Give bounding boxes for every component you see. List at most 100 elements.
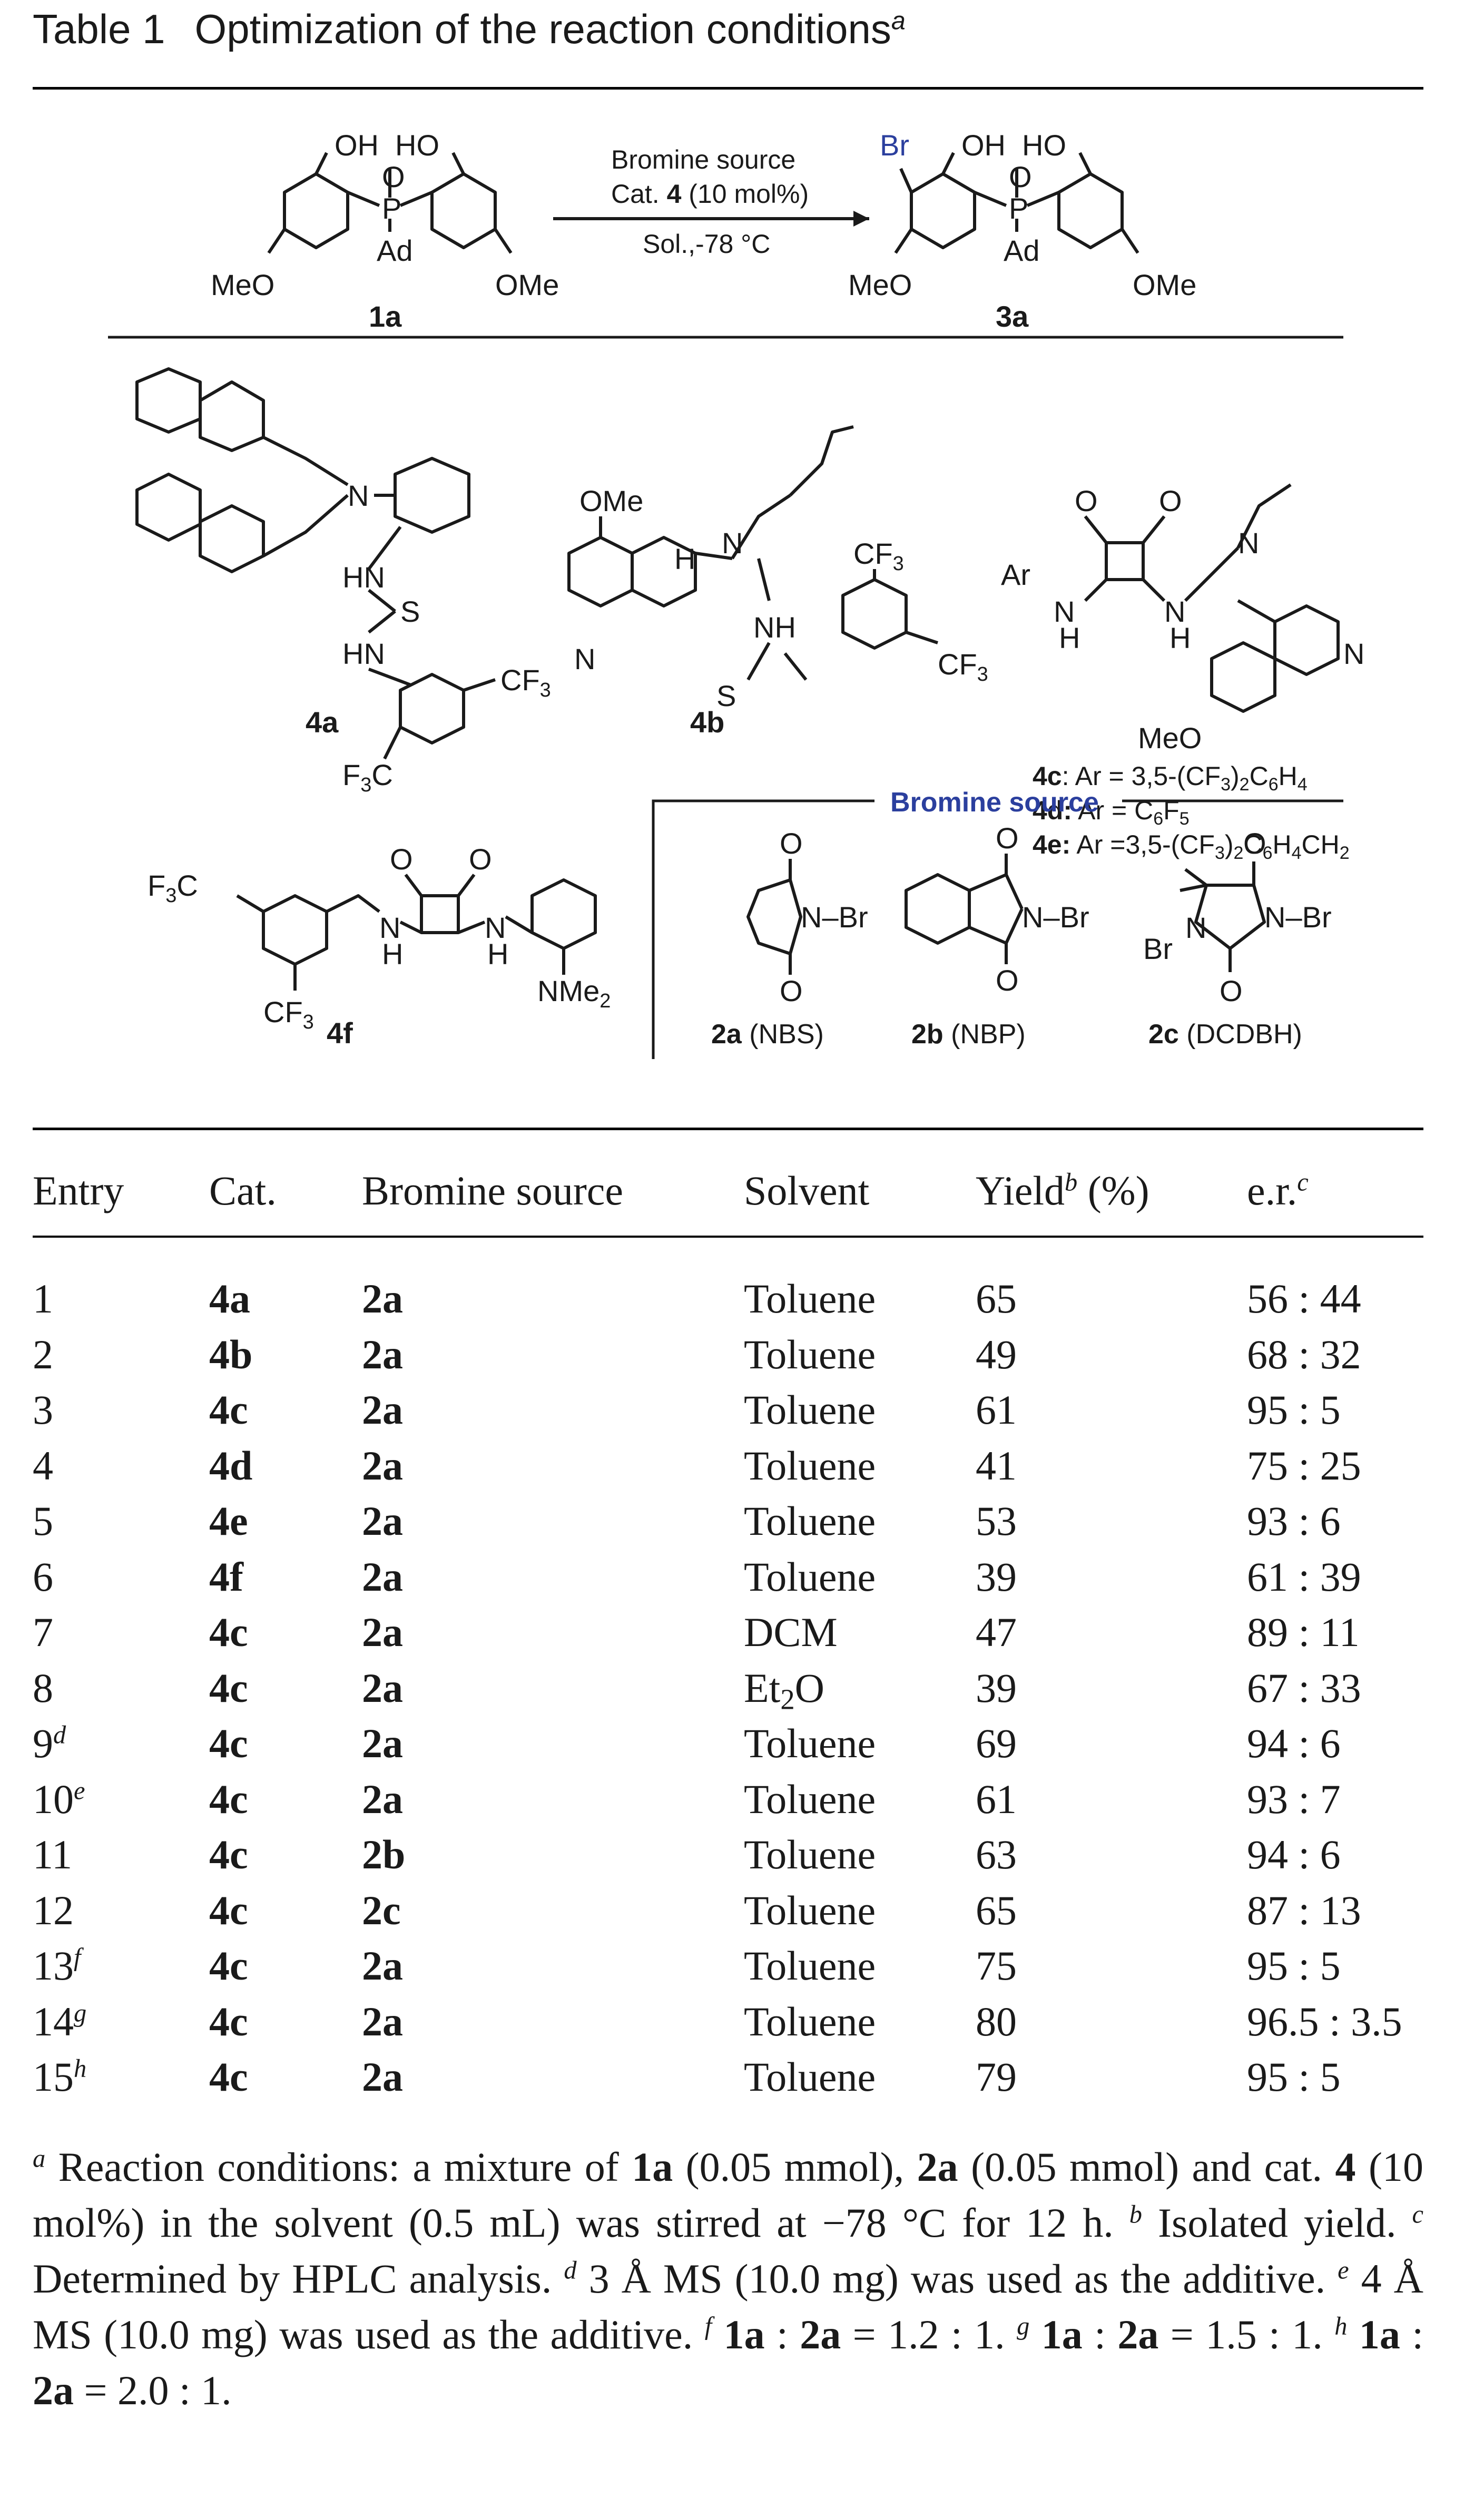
cell-entry: 14g [33, 1998, 87, 2044]
cell-solvent: Toluene [744, 1498, 876, 1544]
cell-entry: 8 [33, 1664, 53, 1711]
cell-catalyst: 4f [209, 1553, 243, 1600]
cell-bromine-source: 2a [362, 1720, 403, 1766]
compound-id-1a: 1a [369, 300, 402, 333]
cell-bromine-source: 2a [362, 1387, 403, 1433]
cell-yield: 63 [976, 1832, 1017, 1877]
cell-catalyst: 4c [209, 1998, 248, 2044]
cell-yield: 69 [976, 1720, 1017, 1766]
cell-entry: 11 [33, 1832, 73, 1877]
label-2a-o-top: O [780, 827, 803, 860]
label-2b-o-top: O [996, 821, 1019, 855]
cell-yield: 41 [976, 1442, 1017, 1488]
cell-solvent: Toluene [744, 1832, 876, 1877]
cell-bromine-source: 2a [362, 1998, 403, 2044]
cell-catalyst: 4c [209, 1776, 248, 1822]
cell-solvent: Toluene [744, 2054, 876, 2100]
cell-er: 61 : 39 [1247, 1553, 1361, 1600]
bromine-2c-caption: 2c (DCDBH) [1148, 1019, 1302, 1050]
cell-catalyst: 4c [209, 1887, 248, 1933]
cell-solvent: DCM [744, 1609, 838, 1655]
cell-bromine-source: 2a [362, 2054, 403, 2100]
label-2a-o-bottom: O [780, 974, 803, 1007]
cell-bromine-source: 2a [362, 1331, 403, 1377]
header-entry: Entry [33, 1168, 124, 1213]
cell-entry: 15h [33, 2054, 87, 2100]
cell-er: 56 : 44 [1247, 1276, 1361, 1321]
cell-solvent: Toluene [744, 1720, 876, 1766]
table-top-rule [33, 1128, 1423, 1130]
bromine-2b-caption: 2b (NBP) [911, 1019, 1026, 1050]
cell-solvent: Toluene [744, 1943, 876, 1989]
cell-entry: 7 [33, 1609, 53, 1655]
label-4c-meo: MeO [1138, 721, 1202, 755]
table-title: Optimization of the reaction conditions [194, 6, 891, 52]
label-4a-cf3: CF3 [500, 663, 551, 701]
arrow-conditions: Sol.,-78 °C [643, 229, 770, 259]
label-4c-ar: Ar [1001, 558, 1030, 591]
cell-er: 75 : 25 [1247, 1442, 1361, 1488]
cell-bromine-source: 2a [362, 1943, 403, 1989]
label-4c-h-right: H [1169, 621, 1191, 654]
cell-yield: 80 [976, 1998, 1017, 2044]
cell-bromine-source: 2a [362, 1553, 403, 1600]
label-3a-meo: MeO [848, 268, 912, 301]
label-3a-br: Br [880, 129, 909, 162]
cell-yield: 75 [976, 1943, 1017, 1989]
header-solvent: Solvent [744, 1168, 870, 1213]
table-footnotes: a Reaction conditions: a mixture of 1a (… [33, 2144, 1424, 2413]
cell-yield: 79 [976, 2054, 1017, 2100]
cell-catalyst: 4c [209, 1943, 248, 1989]
cell-er: 87 : 13 [1247, 1887, 1361, 1933]
label-4b-cf3-top: CF3 [853, 537, 904, 575]
cell-entry: 10e [33, 1776, 85, 1822]
label-4f-h-right: H [487, 937, 508, 971]
header-cat: Cat. [209, 1168, 277, 1213]
compound-id-4f: 4f [327, 1016, 353, 1050]
label-2c-n: N [1185, 911, 1206, 944]
legend-4c: 4c: Ar = 3,5-(CF3)2C6H4 [1033, 761, 1308, 795]
label-4b-n: N [722, 526, 743, 560]
label-1a-ome: OMe [495, 268, 559, 301]
cell-er: 95 : 5 [1247, 2054, 1341, 2100]
cell-bromine-source: 2a [362, 1498, 403, 1544]
header-er: e.r.c [1247, 1168, 1309, 1213]
cell-er: 93 : 7 [1247, 1776, 1341, 1822]
compound-id-4b: 4b [690, 706, 724, 739]
header-bromine-source: Bromine source [362, 1168, 624, 1213]
arrow-catalyst: Cat. 4 (10 mol%) [611, 179, 809, 209]
label-4a-f3c: F3C [342, 758, 393, 796]
cell-er: 95 : 5 [1247, 1943, 1341, 1989]
cell-entry: 13f [33, 1943, 81, 1989]
label-4b-ome: OMe [579, 484, 643, 517]
cell-yield: 61 [976, 1387, 1017, 1433]
cell-bromine-source: 2b [362, 1832, 406, 1877]
label-4f-h-left: H [382, 937, 403, 971]
cell-solvent: Toluene [744, 1776, 876, 1822]
label-3a-oh: OH [961, 129, 1006, 162]
cell-catalyst: 4c [209, 1387, 248, 1433]
label-4a-hn2: HN [342, 637, 385, 670]
caption-footnote-mark: a [891, 6, 906, 35]
compound-id-4a: 4a [306, 706, 339, 739]
arrow-bromine-source: Bromine source [611, 145, 795, 174]
cell-bromine-source: 2a [362, 1776, 403, 1822]
cell-yield: 65 [976, 1887, 1017, 1933]
label-3a-p: P [1009, 192, 1028, 225]
legend-4e: 4e: Ar =3,5-(CF3)2C6H4CH2 [1033, 830, 1350, 863]
cell-catalyst: 4b [209, 1331, 253, 1377]
cell-yield: 61 [976, 1776, 1017, 1822]
cell-yield: 39 [976, 1664, 1017, 1711]
label-4f-n-left: N [379, 911, 400, 944]
label-4f-cf3: CF3 [263, 995, 314, 1033]
label-4b-cf3-bottom: CF3 [938, 648, 988, 685]
